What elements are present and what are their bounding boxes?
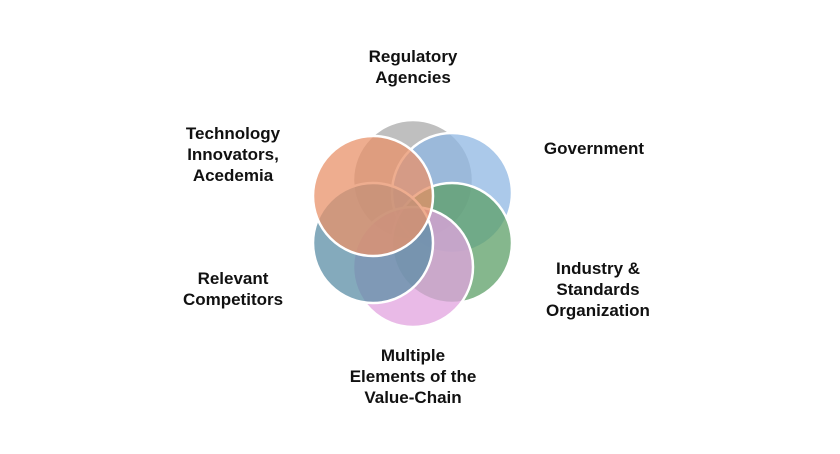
label-line: Agencies — [375, 68, 451, 87]
label-line: Government — [543, 139, 645, 158]
label-line: Multiple — [380, 346, 446, 365]
label-regulatory-agencies: Regulatory Agencies — [353, 46, 473, 88]
label-line: Industry & — [555, 259, 641, 278]
label-line: Value-Chain — [364, 388, 462, 407]
label-relevant-competitors: Relevant Competitors — [163, 268, 303, 310]
label-line: Technology — [185, 124, 281, 143]
circle-technology — [311, 134, 435, 258]
label-line: Elements of the — [349, 367, 477, 386]
label-line: Organization — [546, 301, 650, 320]
label-line: Acedemia — [192, 166, 274, 185]
label-industry-standards: Industry & Standards Organization — [528, 258, 668, 321]
label-line: Competitors — [182, 290, 284, 309]
label-line: Relevant — [197, 269, 269, 288]
label-line: Regulatory — [368, 47, 458, 66]
label-line: Standards — [556, 280, 640, 299]
label-government: Government — [529, 138, 659, 159]
label-line: Innovators, — [187, 145, 279, 164]
label-technology-innovators: Technology Innovators, Acedemia — [163, 123, 303, 186]
label-value-chain: Multiple Elements of the Value-Chain — [333, 345, 493, 408]
